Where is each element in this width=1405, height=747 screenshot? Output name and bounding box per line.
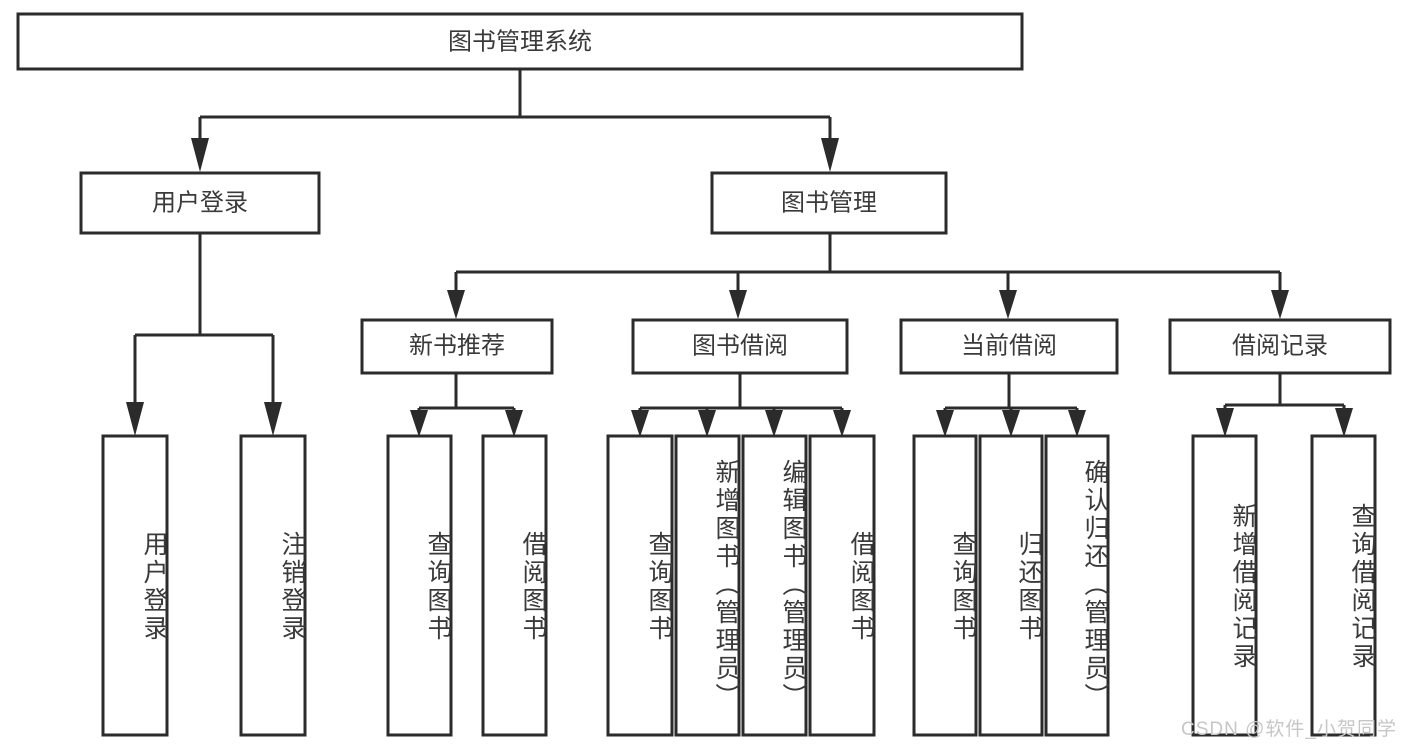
leaf-box-br-query-record[interactable] <box>1310 434 1377 737</box>
arrow-head-nb-leaf-1 <box>410 410 428 437</box>
node-new-book-recommend[interactable] <box>360 318 554 375</box>
arrow-head-cb-leaf-2 <box>1002 410 1020 437</box>
arrow-head-br-leaf-1 <box>1216 408 1234 437</box>
leaf-box-nb-borrow-book[interactable] <box>481 434 548 737</box>
node-user-login-label: 用户登录 <box>152 189 248 216</box>
leaf-box-cb-confirm-return[interactable] <box>1044 434 1110 737</box>
leaf-box-bb-query-book[interactable] <box>606 434 674 737</box>
arrow-head-leaf-user-login <box>126 402 144 436</box>
node-borrow-record[interactable] <box>1168 318 1392 375</box>
node-new-book-recommend-label: 新书推荐 <box>409 332 505 359</box>
node-layer: 图书管理系统 用户登录 图书管理 新书推荐 图书借阅 当前借阅 借阅记录 <box>16 12 1392 737</box>
node-user-login[interactable] <box>79 171 321 235</box>
node-borrow-record-label: 借阅记录 <box>1232 332 1328 359</box>
arrow-head-leaf-logout <box>264 402 282 436</box>
leaf-box-cb-return-book[interactable] <box>978 434 1044 737</box>
node-current-borrow[interactable] <box>899 318 1119 375</box>
arrow-head-bb-leaf-1 <box>631 410 649 437</box>
node-book-borrow[interactable] <box>631 318 849 375</box>
watermark-text: CSDN @软件_小贺同学 <box>1181 719 1397 740</box>
node-root-label: 图书管理系统 <box>448 28 592 55</box>
arrow-head-cb-leaf-3 <box>1068 410 1086 437</box>
leaf-box-br-add-record[interactable] <box>1191 434 1258 737</box>
node-book-manage-label: 图书管理 <box>781 189 877 216</box>
arrow-head-book-manage <box>821 138 839 172</box>
arrow-head-bb-leaf-3 <box>765 410 783 437</box>
leaf-box-logout[interactable] <box>239 434 307 737</box>
arrow-head-new-book <box>447 290 465 319</box>
node-current-borrow-label: 当前借阅 <box>961 332 1057 359</box>
arrow-head-bb-leaf-4 <box>833 410 851 437</box>
leaf-box-bb-borrow-book[interactable] <box>808 434 876 737</box>
leaf-box-bb-add-book[interactable] <box>674 434 741 737</box>
arrow-head-borrow-record <box>1271 290 1289 319</box>
arrow-head-book-borrow <box>729 290 747 319</box>
arrow-head-nb-leaf-2 <box>505 410 523 437</box>
node-book-manage[interactable] <box>710 171 948 235</box>
leaf-box-bb-edit-book[interactable] <box>741 434 808 737</box>
node-book-borrow-label: 图书借阅 <box>692 332 788 359</box>
arrow-head-current-borrow <box>999 290 1017 319</box>
leaf-box-cb-query-book[interactable] <box>912 434 978 737</box>
arrow-head-cb-leaf-1 <box>936 410 954 437</box>
arrow-head-user-login <box>191 138 209 172</box>
arrow-head-bb-leaf-2 <box>698 410 716 437</box>
node-root[interactable] <box>16 12 1024 71</box>
connector-layer <box>126 69 1353 437</box>
leaf-box-nb-query-book[interactable] <box>386 434 453 737</box>
arrow-head-br-leaf-2 <box>1335 408 1353 437</box>
leaf-box-user-login[interactable] <box>101 434 169 737</box>
